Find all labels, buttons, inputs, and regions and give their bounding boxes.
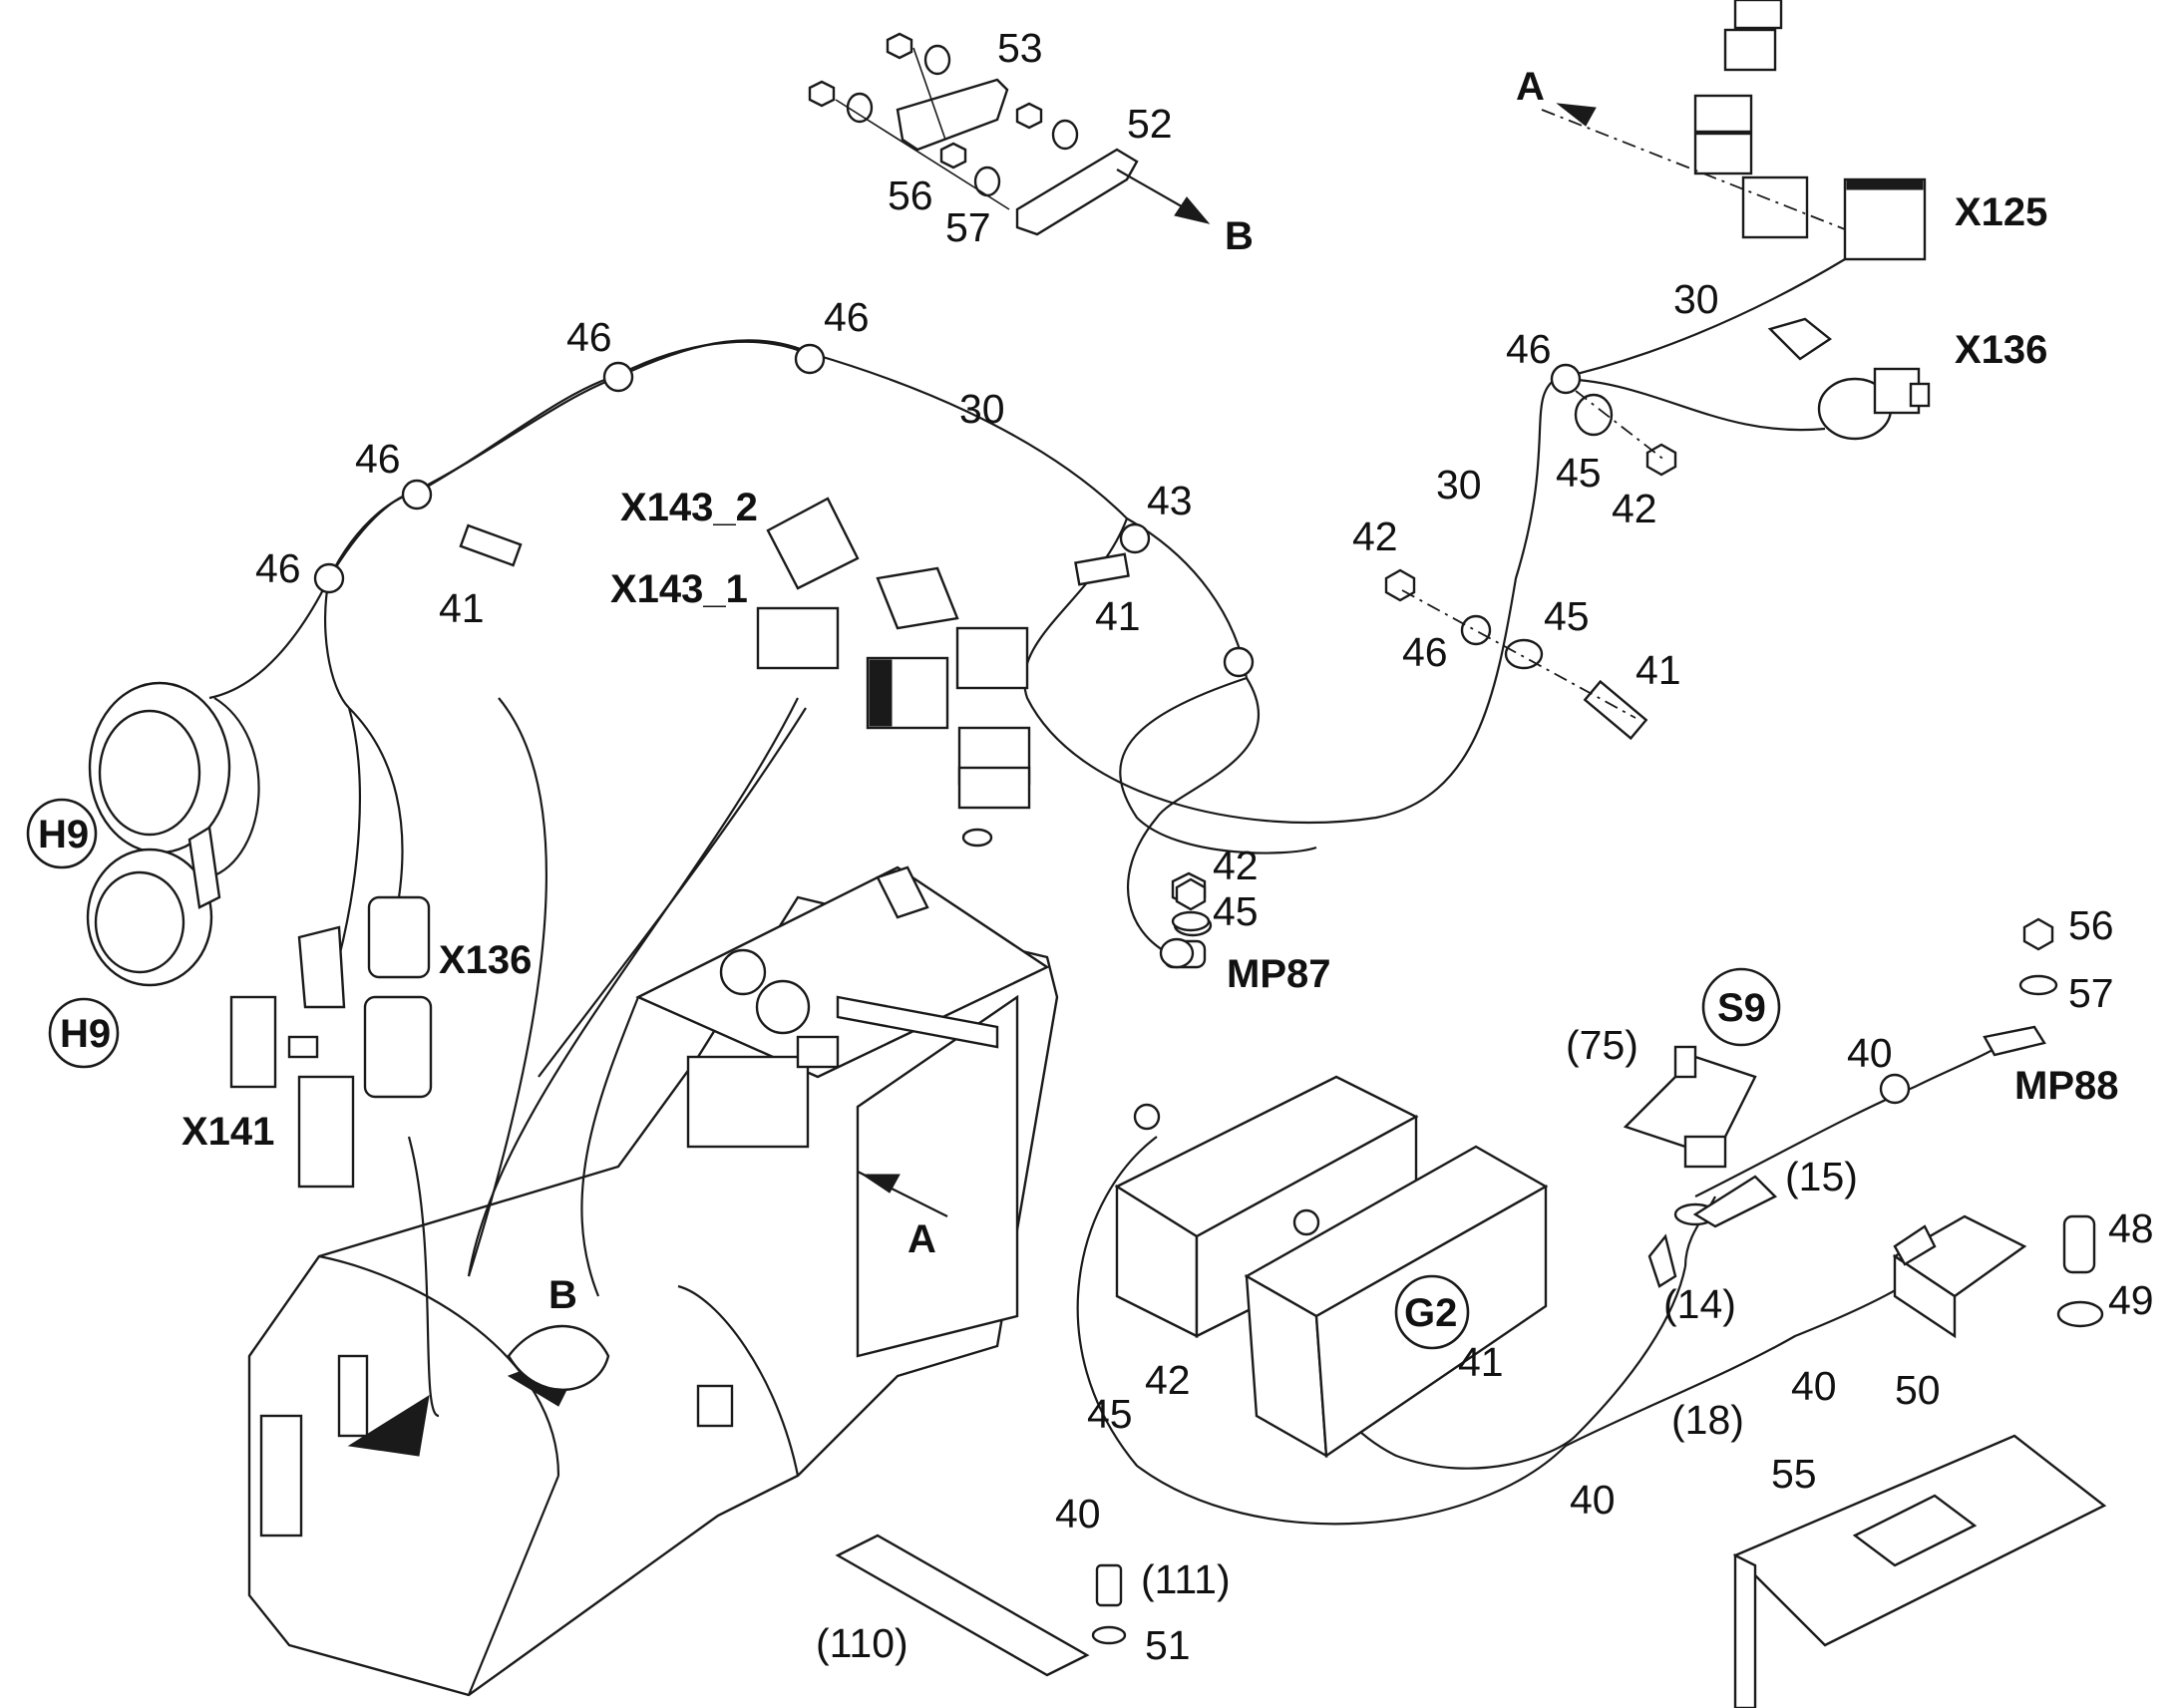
- label-75: (75): [1566, 1022, 1638, 1068]
- arrow-a-cab: [861, 1174, 901, 1194]
- label-42-right: 42: [1612, 486, 1657, 531]
- label-46-mid: 46: [1402, 629, 1448, 675]
- label-18: (18): [1671, 1397, 1744, 1443]
- label-14: (14): [1663, 1281, 1736, 1327]
- label-111: (111): [1141, 1556, 1231, 1602]
- fuse-bracket-52: [1015, 148, 1139, 236]
- label-x136-right: X136: [1955, 328, 2047, 372]
- battery-switch-s9: S9: [1623, 917, 2104, 1339]
- label-46-c: 46: [566, 314, 612, 360]
- label-110: (110): [816, 1620, 908, 1666]
- clip-x136: [1767, 317, 1833, 361]
- label-45-mp: 45: [1213, 888, 1259, 934]
- arrow-b-head: [1174, 196, 1211, 224]
- label-49: 49: [2108, 1277, 2154, 1323]
- label-48: 48: [2108, 1205, 2154, 1251]
- top-bracket-assembly: 53 52 56 57 B: [808, 25, 1254, 258]
- fasteners: [459, 390, 1677, 969]
- label-40-right: 40: [1791, 1363, 1837, 1409]
- label-40-bottom-left: 40: [1055, 1491, 1101, 1537]
- label-46-b: 46: [355, 436, 401, 482]
- batteries-g2: G2: [1114, 1075, 1549, 1459]
- label-30-mid-right: 30: [1436, 462, 1482, 508]
- left-connectors: X136 X141: [182, 895, 532, 1189]
- label-arrow-b-cab: B: [548, 1273, 577, 1317]
- label-15: (15): [1785, 1154, 1858, 1199]
- label-41-center: 41: [1095, 593, 1141, 639]
- label-s9: S9: [1717, 986, 1766, 1030]
- rail-110: [835, 1534, 1090, 1677]
- label-x143-1: X143_1: [610, 567, 748, 611]
- bottom-parts: [835, 1434, 2107, 1708]
- label-45-right: 45: [1556, 450, 1602, 496]
- label-h9-b: H9: [60, 1012, 111, 1056]
- nut-part: [808, 32, 1079, 197]
- label-45-bottom: 45: [1087, 1391, 1133, 1437]
- label-55: 55: [1771, 1451, 1817, 1497]
- label-30-top: 30: [959, 386, 1005, 432]
- label-52: 52: [1127, 101, 1173, 147]
- arrow-b-cab-left: [347, 1394, 430, 1457]
- label-41-mid-right: 41: [1635, 647, 1681, 693]
- fuse-bracket-53: [896, 78, 1009, 152]
- label-mp88: MP88: [2014, 1064, 2119, 1108]
- label-h9-a: H9: [38, 813, 89, 856]
- label-42-bottom: 42: [1145, 1357, 1191, 1403]
- label-43: 43: [1147, 478, 1193, 523]
- label-51: 51: [1145, 1622, 1191, 1668]
- label-46-d: 46: [824, 294, 870, 340]
- label-x141: X141: [182, 1110, 274, 1154]
- label-56-right: 56: [2068, 902, 2114, 948]
- label-41-left: 41: [439, 585, 485, 631]
- label-g2: G2: [1404, 1291, 1457, 1335]
- ground-point-mp87: 42 45 MP87: [1159, 843, 1331, 996]
- label-45-mid: 45: [1544, 593, 1590, 639]
- label-42-mp: 42: [1213, 843, 1259, 888]
- label-46-a: 46: [255, 545, 301, 591]
- arrow-a-head: [1556, 103, 1597, 127]
- cab-body: A B: [247, 697, 1059, 1697]
- label-40-bottom-mid: 40: [1570, 1477, 1616, 1523]
- part-labels: 30 46 45 42 30 42 46 45 41 46 46 46 46 3…: [255, 276, 2154, 1668]
- label-56: 56: [888, 172, 933, 218]
- label-41-battery: 41: [1458, 1339, 1504, 1385]
- label-30-top-right: 30: [1673, 276, 1719, 322]
- label-40-top: 40: [1847, 1030, 1893, 1076]
- label-arrow-b: B: [1225, 214, 1254, 258]
- label-x125: X125: [1955, 190, 2047, 234]
- label-57: 57: [945, 204, 991, 250]
- label-57-right: 57: [2068, 970, 2114, 1016]
- label-arrow-a: A: [1516, 65, 1545, 109]
- label-x136-left: X136: [439, 938, 532, 982]
- label-46-right: 46: [1506, 326, 1552, 372]
- horns-h9: H9 H9: [26, 681, 260, 1069]
- harness-clamps: [313, 343, 1582, 678]
- label-x143-2: X143_2: [620, 486, 758, 529]
- label-50: 50: [1895, 1367, 1941, 1413]
- label-arrow-a-cab: A: [908, 1217, 936, 1261]
- label-mp87: MP87: [1227, 952, 1331, 996]
- connector-block-top-right: A X125 X136: [1516, 0, 2047, 441]
- label-42-mid: 42: [1352, 513, 1398, 559]
- label-53: 53: [997, 25, 1043, 71]
- relays-x143: X143_2 X143_1: [610, 486, 1031, 848]
- connector-x125: [1843, 177, 1927, 261]
